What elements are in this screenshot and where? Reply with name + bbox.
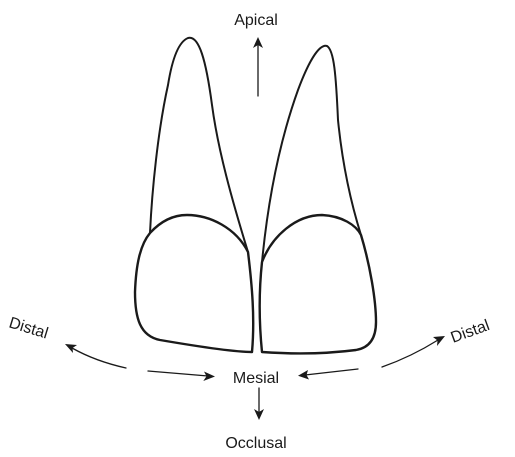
distal-arrow-right	[382, 336, 445, 367]
right-tooth	[260, 46, 376, 354]
left-tooth	[135, 38, 253, 352]
occlusal-arrow	[254, 388, 264, 420]
distal-label-right: Distal	[449, 317, 492, 347]
mesial-arrow-left	[148, 371, 215, 381]
right-tooth-crown	[260, 215, 376, 353]
apical-arrow	[253, 37, 263, 96]
left-tooth-crown	[135, 215, 253, 352]
distal-label-left: Distal	[7, 315, 50, 343]
apical-label: Apical	[234, 12, 278, 29]
occlusal-label: Occlusal	[225, 435, 286, 452]
distal-arrow-left	[65, 344, 126, 368]
mesial-arrow-right	[298, 369, 358, 380]
mesial-label: Mesial	[233, 370, 279, 387]
right-tooth-root	[262, 46, 361, 262]
